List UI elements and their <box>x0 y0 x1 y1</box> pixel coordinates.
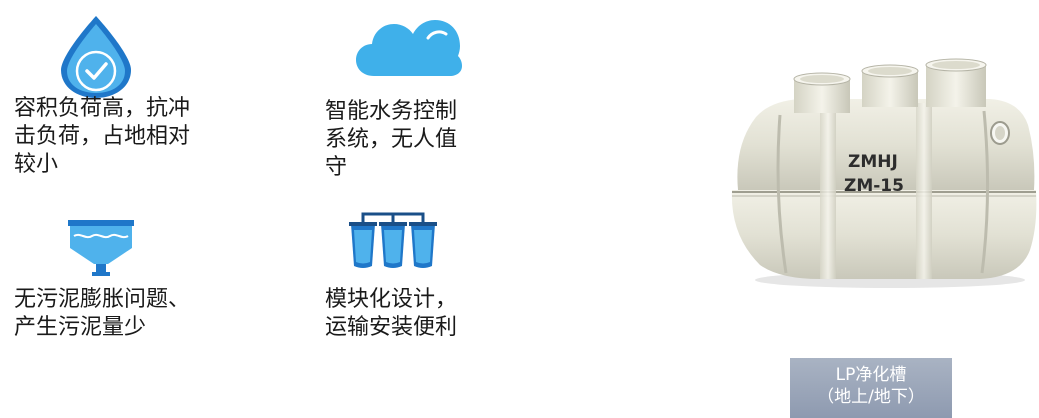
feature-line: 产生污泥量少 <box>14 315 147 340</box>
feature-text: 容积负荷高，抗冲 击负荷，占地相对 较小 <box>14 95 190 179</box>
cloud-icon <box>354 16 464 80</box>
sedimentation-tank-icon <box>66 218 136 278</box>
product-caption: LP净化槽 （地上/地下） <box>790 358 952 418</box>
feature-text: 智能水务控制 系统，无人值 守 <box>325 98 457 182</box>
feature-line: 较小 <box>14 152 59 177</box>
feature-text: 无污泥膨胀问题、 产生污泥量少 <box>14 286 190 342</box>
feature-line: 系统，无人值 <box>325 127 458 152</box>
feature-line: 模块化设计， <box>325 287 458 312</box>
modular-tanks-icon <box>348 210 438 272</box>
feature-line: 智能水务控制 <box>325 99 458 124</box>
feature-line: 无污泥膨胀问题、 <box>14 287 191 312</box>
water-drop-check-icon <box>55 14 137 100</box>
caption-line: （地上/地下） <box>817 387 925 407</box>
tank-brand-label: ZMHJ <box>848 152 898 172</box>
feature-line: 击负荷，占地相对 <box>14 124 191 149</box>
feature-line: 运输安装便利 <box>325 315 458 340</box>
feature-line: 容积负荷高，抗冲 <box>14 96 191 121</box>
product-tank-image: ZMHJ ZM-15 <box>720 55 1039 295</box>
tank-model-label: ZM-15 <box>844 176 904 196</box>
feature-text: 模块化设计， 运输安装便利 <box>325 286 457 342</box>
caption-line: LP净化槽 <box>835 365 907 385</box>
feature-line: 守 <box>325 155 348 180</box>
